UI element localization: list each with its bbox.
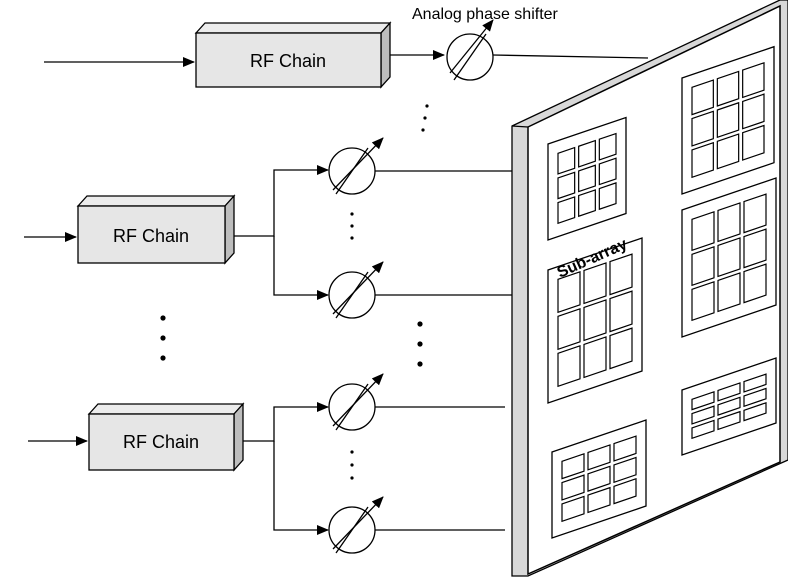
antenna-element: [742, 124, 765, 161]
antenna-element: [691, 79, 714, 116]
antenna-element: [587, 486, 611, 514]
phase-shifter-3a: [328, 373, 384, 431]
ellipsis-mid: [350, 212, 354, 240]
rf-chain-box-2: RF Chain: [76, 194, 236, 265]
antenna-element: [557, 196, 576, 225]
antenna-element: [716, 133, 740, 170]
antenna-element: [561, 452, 585, 480]
antenna-element: [717, 272, 741, 313]
antenna-element: [691, 405, 715, 425]
antenna-element: [557, 146, 576, 175]
antenna-element: [743, 401, 767, 422]
antenna-element: [716, 101, 740, 139]
rf-chain-box-3: RF Chain: [87, 402, 245, 472]
antenna-element: [578, 189, 596, 218]
subarray-grid: [547, 45, 777, 539]
antenna-element: [717, 237, 741, 278]
antenna-element: [598, 132, 617, 161]
phase-shifter-annotation: Analog phase shifter: [412, 6, 559, 23]
antenna-element: [598, 157, 617, 186]
antenna-element: [583, 336, 607, 379]
phase-shifter-2a: [328, 137, 384, 195]
antenna-element: [557, 307, 581, 351]
antenna-element: [717, 410, 741, 431]
antenna-element: [691, 245, 715, 287]
antenna-element: [587, 444, 611, 471]
ellipsis-top: [421, 104, 429, 132]
antenna-element: [613, 456, 637, 484]
antenna-element: [743, 228, 767, 269]
antenna-element: [583, 299, 607, 342]
antenna-element: [742, 61, 765, 99]
antenna-element: [557, 171, 576, 200]
antenna-element: [742, 93, 765, 130]
antenna-element: [691, 110, 714, 147]
rf-chain-label-3: RF Chain: [123, 432, 199, 452]
phase-shifter-1: [446, 19, 494, 81]
phase-shifter-3b: [328, 496, 384, 554]
antenna-element: [717, 202, 741, 243]
ellipsis-bottom: [350, 450, 354, 480]
antenna-element: [691, 210, 715, 252]
antenna-element: [587, 465, 611, 492]
antenna-element: [613, 435, 637, 462]
antenna-element: [613, 477, 637, 505]
antenna-element: [609, 290, 633, 333]
phase-shifter-2b: [328, 261, 384, 319]
antenna-element: [578, 164, 596, 193]
antenna-element: [691, 141, 714, 179]
antenna-element: [691, 419, 715, 440]
ellipsis-shifters: [417, 321, 423, 367]
ellipsis-rf-chains: [160, 315, 166, 361]
antenna-element: [716, 70, 740, 107]
antenna-element: [717, 396, 741, 416]
rf-chain-label-1: RF Chain: [250, 51, 326, 71]
antenna-element: [691, 390, 715, 411]
antenna-element: [561, 474, 585, 501]
rf-chain-box-1: RF Chain: [194, 21, 392, 89]
antenna-element: [583, 262, 607, 305]
antenna-element: [598, 182, 617, 211]
antenna-element: [557, 270, 581, 314]
antenna-element: [743, 193, 767, 234]
antenna-element: [609, 327, 633, 370]
antenna-element: [578, 139, 596, 168]
antenna-element: [717, 382, 741, 402]
antenna-element: [561, 495, 585, 523]
antenna-element: [743, 387, 767, 408]
antenna-element: [557, 344, 581, 388]
rf-chain-label-2: RF Chain: [113, 226, 189, 246]
antenna-element: [609, 253, 633, 296]
antenna-element: [743, 373, 767, 393]
antenna-element: [743, 263, 767, 304]
antenna-element: [691, 280, 715, 322]
